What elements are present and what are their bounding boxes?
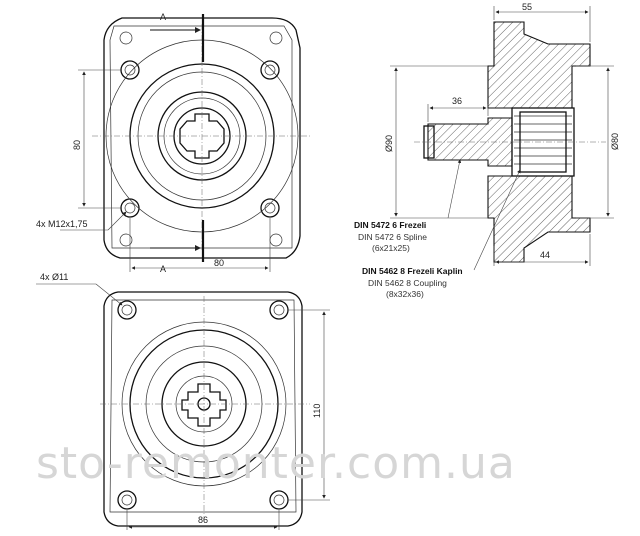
top-spline-bore (179, 113, 225, 159)
section-marker-top: A (160, 12, 166, 22)
watermark-text: sto-remonter.com.ua (36, 438, 516, 489)
bottom-flange-inner-edge (109, 299, 297, 513)
spline-title: DIN 5472 6 Frezeli (354, 220, 426, 230)
bottom-view: 4x Ø11 110 86 (36, 272, 330, 530)
top-view: A A 80 80 4x M12x1,75 (36, 12, 312, 274)
dim-top-horizontal: 80 (214, 258, 224, 268)
spline-size: (6x21x25) (372, 243, 410, 253)
dim-side-bore-dia: Ø80 (610, 133, 620, 150)
spline-subtitle: DIN 5472 6 Spline (358, 232, 427, 242)
coupling-title: DIN 5462 8 Frezeli Kaplin (362, 266, 463, 276)
dim-side-length: 55 (522, 2, 532, 12)
dim-side-shaft: 36 (452, 96, 462, 106)
bolt-thread-label: 4x M12x1,75 (36, 219, 88, 229)
hole-label: 4x Ø11 (40, 272, 68, 282)
top-flange-outline (103, 17, 301, 259)
dim-side-coupling-len: 44 (540, 250, 550, 260)
section-body-lower (487, 175, 591, 263)
dim-bottom-vertical: 110 (312, 404, 322, 418)
dim-top-vertical: 80 (72, 140, 82, 150)
bottom-spline-shaft (181, 383, 227, 427)
coupling-subtitle: DIN 5462 8 Coupling (368, 278, 447, 288)
dim-bottom-horizontal: 86 (198, 515, 208, 525)
dim-side-pilot-dia: Ø90 (384, 135, 394, 152)
section-body-upper (487, 21, 591, 109)
bottom-flange-outline (103, 291, 303, 527)
section-marker-bottom: A (160, 264, 166, 274)
side-section-view: 55 36 Ø90 Ø80 44 DIN 5472 6 Frezeli DIN … (354, 2, 620, 299)
top-flange-inner-edge (109, 25, 293, 249)
coupling-size: (8x32x36) (386, 289, 424, 299)
